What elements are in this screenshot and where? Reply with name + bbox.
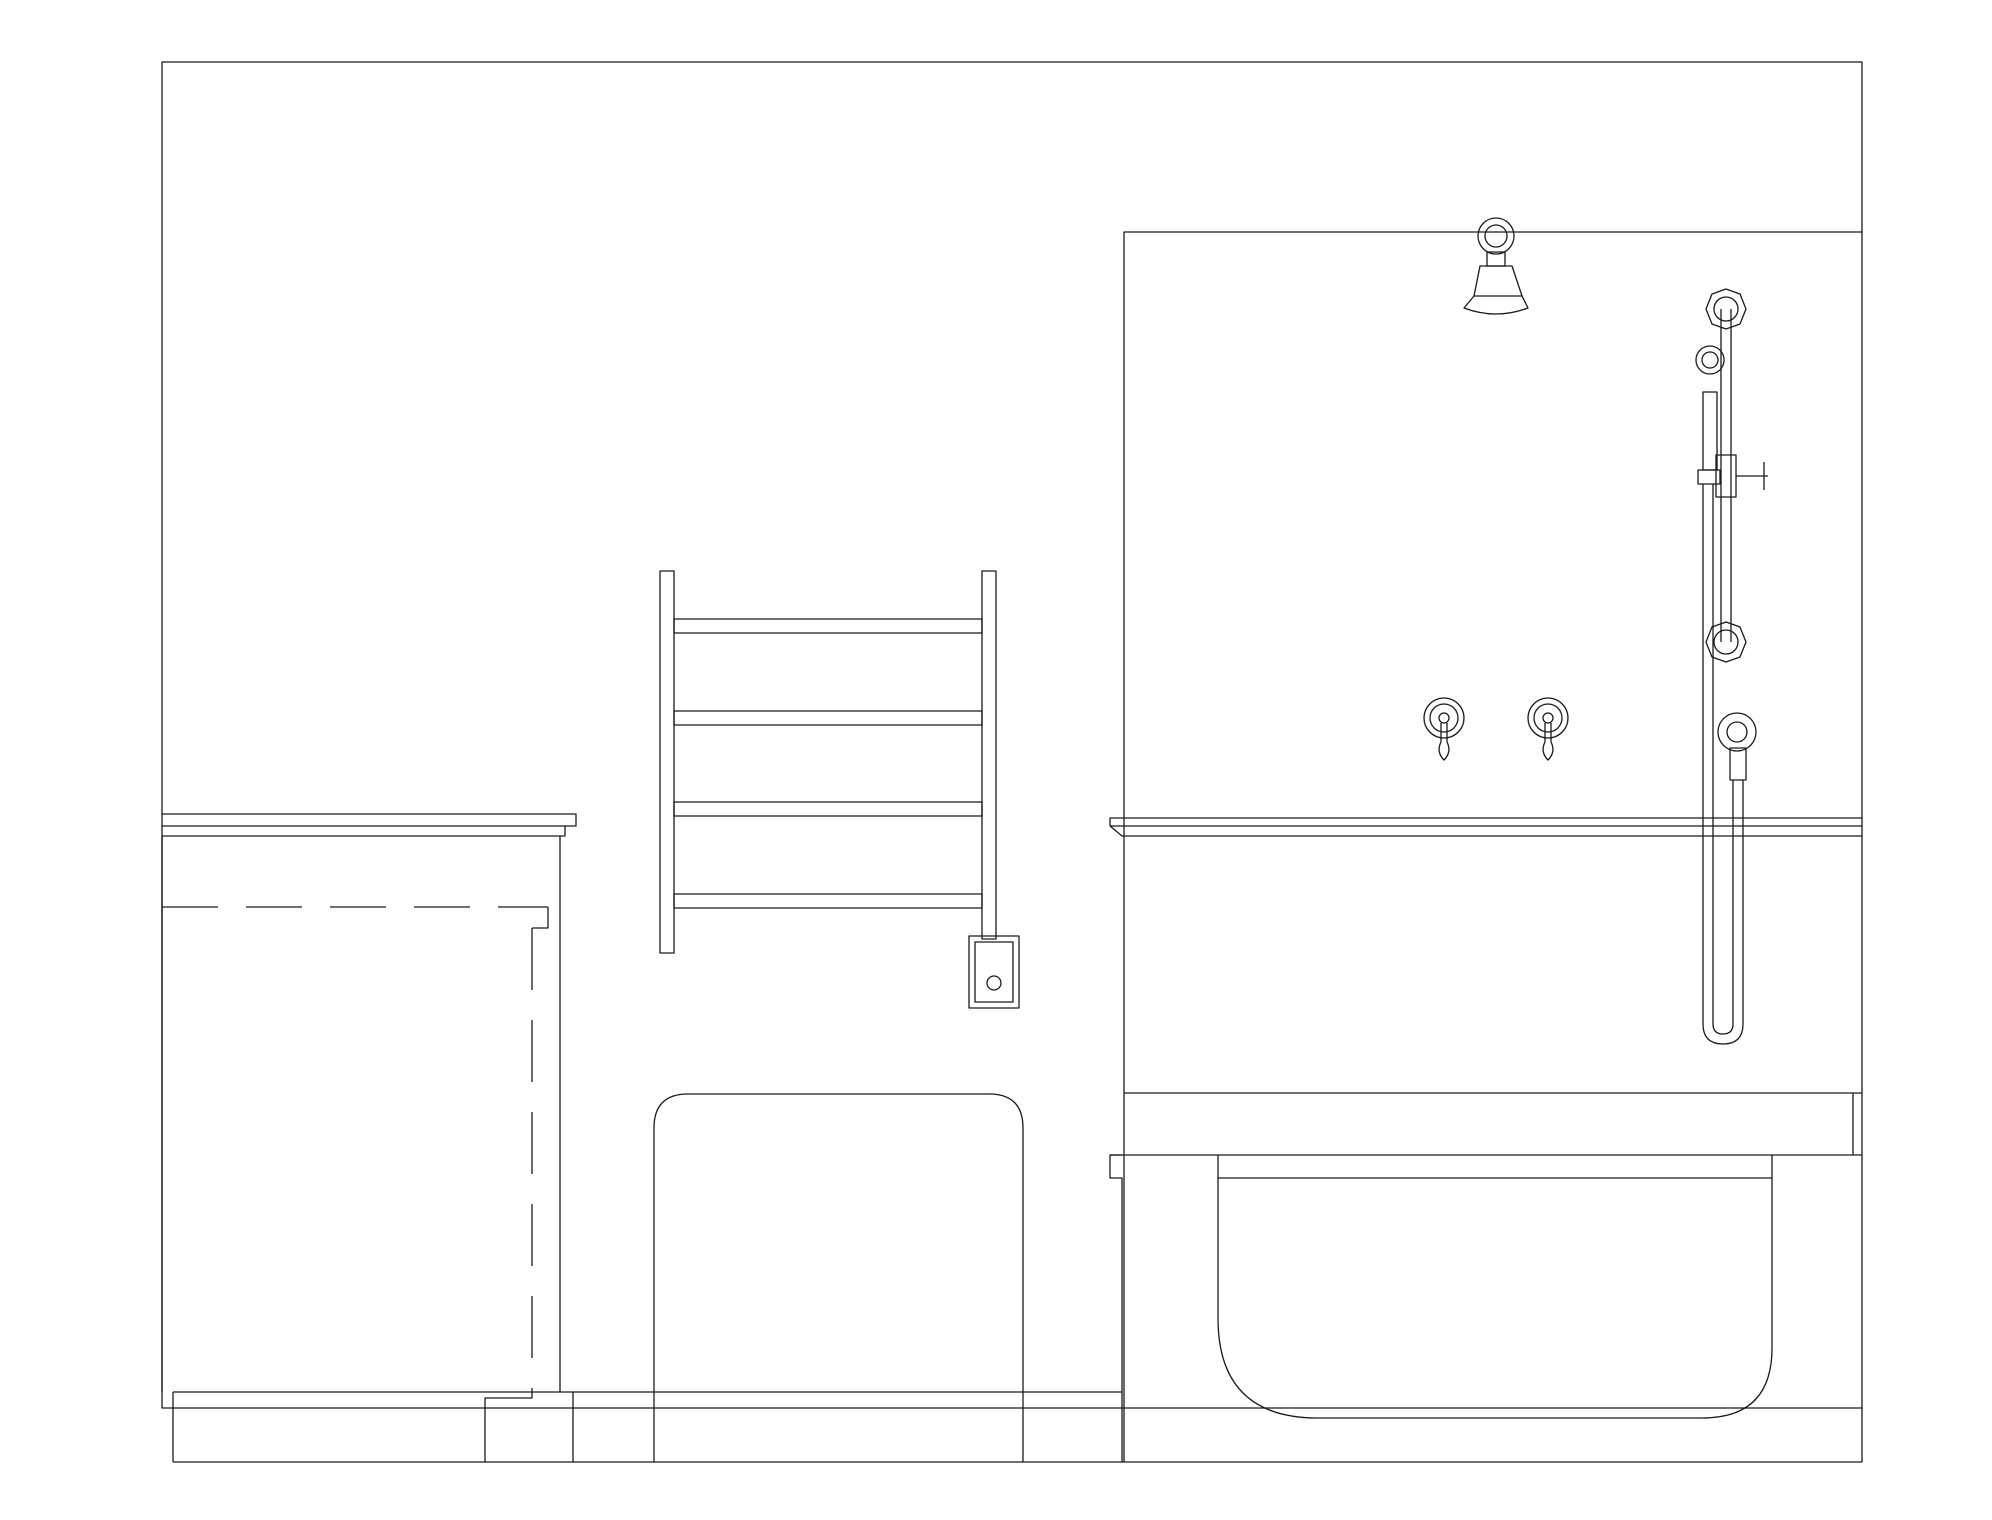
room-wall-boundary — [161, 61, 1863, 1409]
mixer-valve-right — [1527, 697, 1569, 761]
bathtub — [1109, 1154, 1862, 1462]
hand-shower-hose-inner — [1712, 484, 1734, 1035]
mixer-valves — [1423, 697, 1569, 761]
slide-bar-carriage — [1715, 454, 1737, 498]
valve-right-trim-outer — [1527, 697, 1569, 739]
shower-head-body — [1473, 265, 1523, 297]
towel-rail-bar-4 — [673, 893, 983, 909]
towel-rail-left-post — [659, 570, 675, 954]
shower-surround-outline — [1123, 231, 1862, 1462]
valve-right-hub — [1542, 712, 1554, 724]
shower-arm-flange-inner — [1484, 224, 1508, 248]
shower-head — [1463, 217, 1529, 315]
hand-shower-handle — [1702, 391, 1718, 471]
vanity-countertop — [162, 813, 577, 837]
vanity-toe-kick — [484, 1392, 533, 1462]
toilet-alcove — [653, 1093, 1024, 1462]
vanity-cabinet — [161, 813, 577, 1462]
slide-bar-bottom-bracket — [1705, 621, 1747, 663]
shower-slide-bar — [1705, 288, 1768, 663]
valve-right-lever — [1542, 723, 1554, 761]
towel-rail-switch-inner — [974, 941, 1014, 1003]
shower-head-face — [1463, 295, 1529, 315]
shower-ledge — [1109, 817, 1862, 837]
towel-rail-bar-2 — [673, 710, 983, 726]
wall-outlet-inner — [1726, 721, 1748, 743]
towel-rail-bar-1 — [673, 618, 983, 634]
valve-left-lever — [1438, 723, 1450, 761]
vanity-drawer-return — [532, 907, 549, 929]
hand-shower-holder — [1697, 469, 1721, 485]
slide-bar-top-bracket — [1705, 288, 1747, 330]
hand-shower — [1695, 345, 1757, 1045]
wall-outlet-connector — [1729, 747, 1747, 781]
slide-bar-top-cap — [1713, 296, 1739, 322]
towel-rail-bar-3 — [673, 801, 983, 817]
valve-left-trim-outer — [1423, 697, 1465, 739]
hand-shower-head-outer — [1695, 345, 1725, 375]
mixer-valve-left — [1423, 697, 1465, 761]
valve-left-hub — [1438, 712, 1450, 724]
shower-arm-flange-outer — [1477, 217, 1515, 255]
towel-rail-right-post — [981, 570, 997, 940]
towel-rail-switch-outer — [968, 935, 1020, 1009]
tub-deck-lip — [1109, 1154, 1123, 1462]
wall-outlet-flange — [1717, 712, 1757, 752]
shower-enclosure — [1109, 231, 1862, 1462]
valve-right-trim-inner — [1533, 703, 1563, 733]
heated-towel-rail — [659, 570, 1020, 1009]
tub-basin — [1217, 1178, 1773, 1419]
hand-shower-head-inner — [1701, 351, 1719, 369]
hand-shower-hose — [1702, 484, 1744, 1045]
towel-rail-switch-knob — [986, 975, 1002, 991]
slide-bar-bottom-cap — [1713, 629, 1739, 655]
valve-left-trim-inner — [1429, 703, 1459, 733]
room-outline — [161, 61, 1863, 1463]
toilet-alcove-outline — [653, 1093, 1024, 1462]
